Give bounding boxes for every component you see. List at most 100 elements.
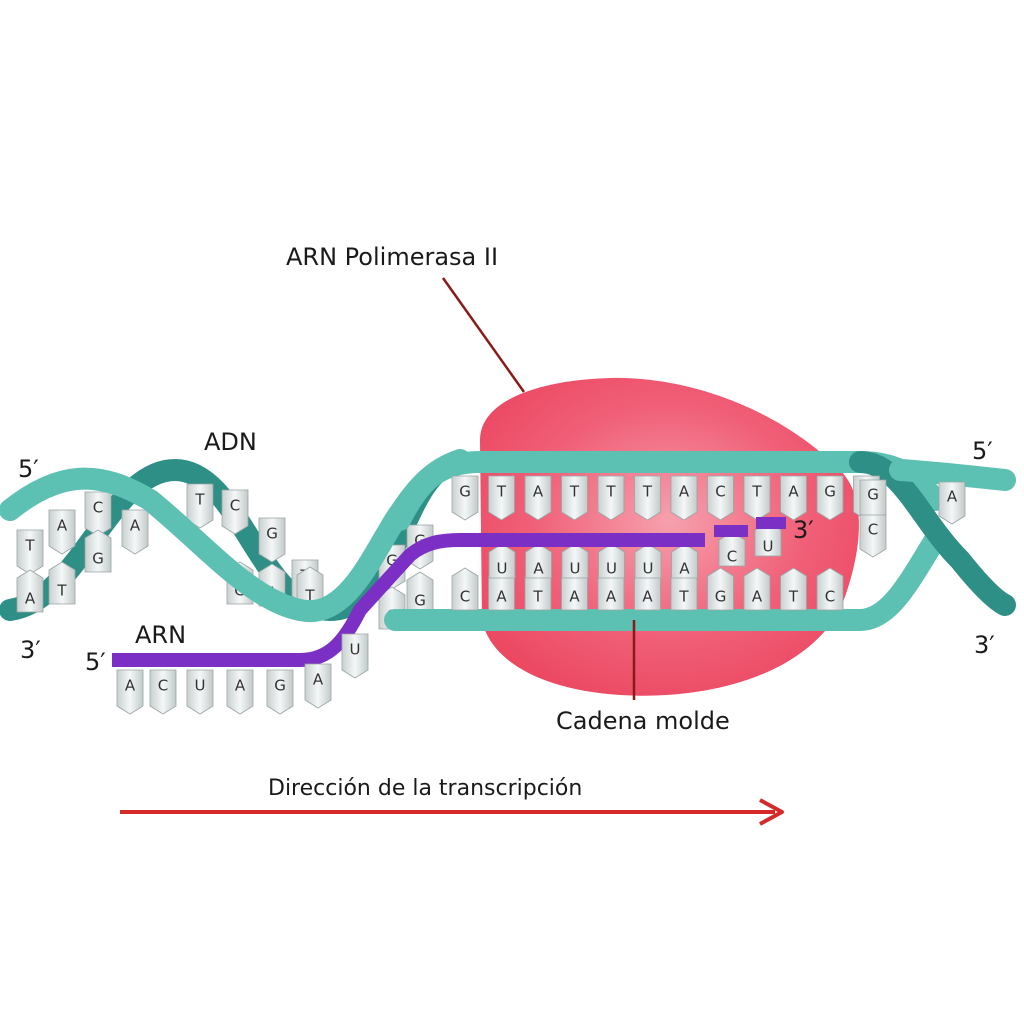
- rna-tail-base-tile: U: [341, 633, 369, 679]
- svg-text:C: C: [93, 499, 103, 517]
- svg-text:T: T: [24, 537, 35, 555]
- rna-base-tile: A: [671, 543, 698, 579]
- svg-text:A: A: [57, 517, 68, 535]
- dna-base-tile: T: [186, 483, 214, 529]
- coding-base-tile: A: [670, 475, 698, 521]
- dna-label: ADN: [204, 428, 257, 456]
- template-base-tile: A: [743, 567, 771, 611]
- five-prime-left: 5′: [18, 455, 39, 483]
- coding-base-tile: A: [524, 475, 552, 521]
- dna-base-tile: C: [859, 514, 887, 558]
- svg-text:A: A: [569, 588, 580, 606]
- svg-text:G: G: [266, 525, 278, 543]
- rna-base-tile: U: [561, 543, 589, 579]
- svg-text:T: T: [304, 587, 315, 605]
- svg-text:A: A: [679, 483, 690, 501]
- five-prime-right: 5′: [972, 437, 993, 465]
- coding-base-tile: G: [451, 475, 479, 521]
- polymerase-leader-line: [441, 277, 526, 393]
- svg-text:C: C: [158, 677, 168, 695]
- dna-base-tile: G: [84, 529, 112, 573]
- svg-text:G: G: [274, 677, 286, 695]
- svg-text:A: A: [533, 483, 544, 501]
- svg-text:C: C: [727, 548, 737, 566]
- dna-base-tile: C: [221, 489, 249, 535]
- svg-text:A: A: [235, 677, 246, 695]
- dna-right-helix-front: [889, 459, 1016, 491]
- svg-text:T: T: [56, 582, 67, 600]
- dna-base-tile: A: [121, 509, 149, 555]
- svg-text:T: T: [532, 588, 543, 606]
- svg-text:A: A: [606, 588, 617, 606]
- dna-base-tile: A: [16, 569, 44, 613]
- coding-base-tile: T: [488, 475, 515, 521]
- template-strand-backbone: [384, 529, 946, 631]
- svg-text:C: C: [715, 483, 725, 501]
- template-base-tile: C: [451, 567, 479, 611]
- svg-text:G: G: [824, 483, 836, 501]
- coding-base-tile: T: [597, 475, 625, 521]
- dna-base-tile: A: [938, 481, 966, 525]
- svg-text:T: T: [496, 483, 507, 501]
- coding-base-tile: A: [780, 475, 807, 521]
- svg-text:G: G: [867, 486, 879, 504]
- svg-text:T: T: [569, 483, 580, 501]
- svg-text:C: C: [460, 588, 470, 606]
- rna-three-prime: 3′: [793, 516, 814, 544]
- svg-text:T: T: [605, 483, 616, 501]
- rna-tail-base-tile: A: [226, 669, 254, 715]
- direction-arrow-head: [759, 798, 784, 826]
- dna-base-tile: G: [406, 571, 434, 615]
- svg-text:U: U: [763, 538, 774, 556]
- coding-base-tile: C: [707, 475, 734, 521]
- svg-text:A: A: [947, 488, 958, 506]
- svg-text:G: G: [92, 550, 104, 568]
- rna-label: ARN: [135, 621, 187, 649]
- svg-text:U: U: [570, 560, 581, 578]
- dna-base-tile: C: [84, 491, 112, 537]
- svg-text:A: A: [679, 560, 690, 578]
- svg-text:A: A: [788, 483, 799, 501]
- svg-text:A: A: [752, 588, 763, 606]
- svg-text:G: G: [414, 592, 426, 610]
- svg-text:U: U: [606, 560, 617, 578]
- svg-text:U: U: [350, 641, 361, 659]
- template-base-tile: T: [780, 567, 807, 611]
- bubble-base-pairs: GTATTTACTAGGCATAAATGATCUAUUUACUGCA: [451, 475, 966, 611]
- rna-tail-base-tile: A: [116, 669, 144, 715]
- svg-text:T: T: [642, 483, 653, 501]
- rna-tail-base-tile: A: [304, 663, 332, 709]
- svg-text:C: C: [868, 521, 878, 539]
- svg-text:T: T: [678, 588, 689, 606]
- svg-text:A: A: [313, 671, 324, 689]
- rna-base-tile: U: [488, 543, 516, 579]
- svg-text:A: A: [25, 590, 36, 608]
- rna-base-tile: U: [598, 543, 625, 579]
- template-base-tile: G: [707, 567, 734, 611]
- dna-right-helix-back: [849, 451, 1016, 616]
- template-base-tile: C: [816, 567, 844, 611]
- rna-strand: [112, 533, 705, 667]
- polymerase-label: ARN Polimerasa II: [286, 243, 499, 271]
- rna-tail-base-tile: U: [186, 669, 214, 715]
- svg-text:T: T: [751, 483, 762, 501]
- three-prime-left: 3′: [20, 636, 41, 664]
- dna-base-tile: A: [48, 509, 76, 555]
- svg-text:T: T: [194, 491, 205, 509]
- coding-base-tile: T: [743, 475, 771, 521]
- rna-five-prime: 5′: [85, 648, 106, 676]
- svg-text:G: G: [386, 552, 398, 570]
- template-strand-label: Cadena molde: [556, 707, 730, 735]
- svg-text:G: G: [459, 483, 471, 501]
- rna-base-tile: U: [634, 543, 662, 579]
- svg-text:U: U: [497, 560, 508, 578]
- svg-text:A: A: [125, 677, 136, 695]
- direction-label: Dirección de la transcripción: [268, 776, 583, 801]
- three-prime-right: 3′: [974, 631, 995, 659]
- dna-base-tile: T: [48, 561, 76, 605]
- svg-text:T: T: [788, 588, 799, 606]
- svg-text:A: A: [130, 517, 141, 535]
